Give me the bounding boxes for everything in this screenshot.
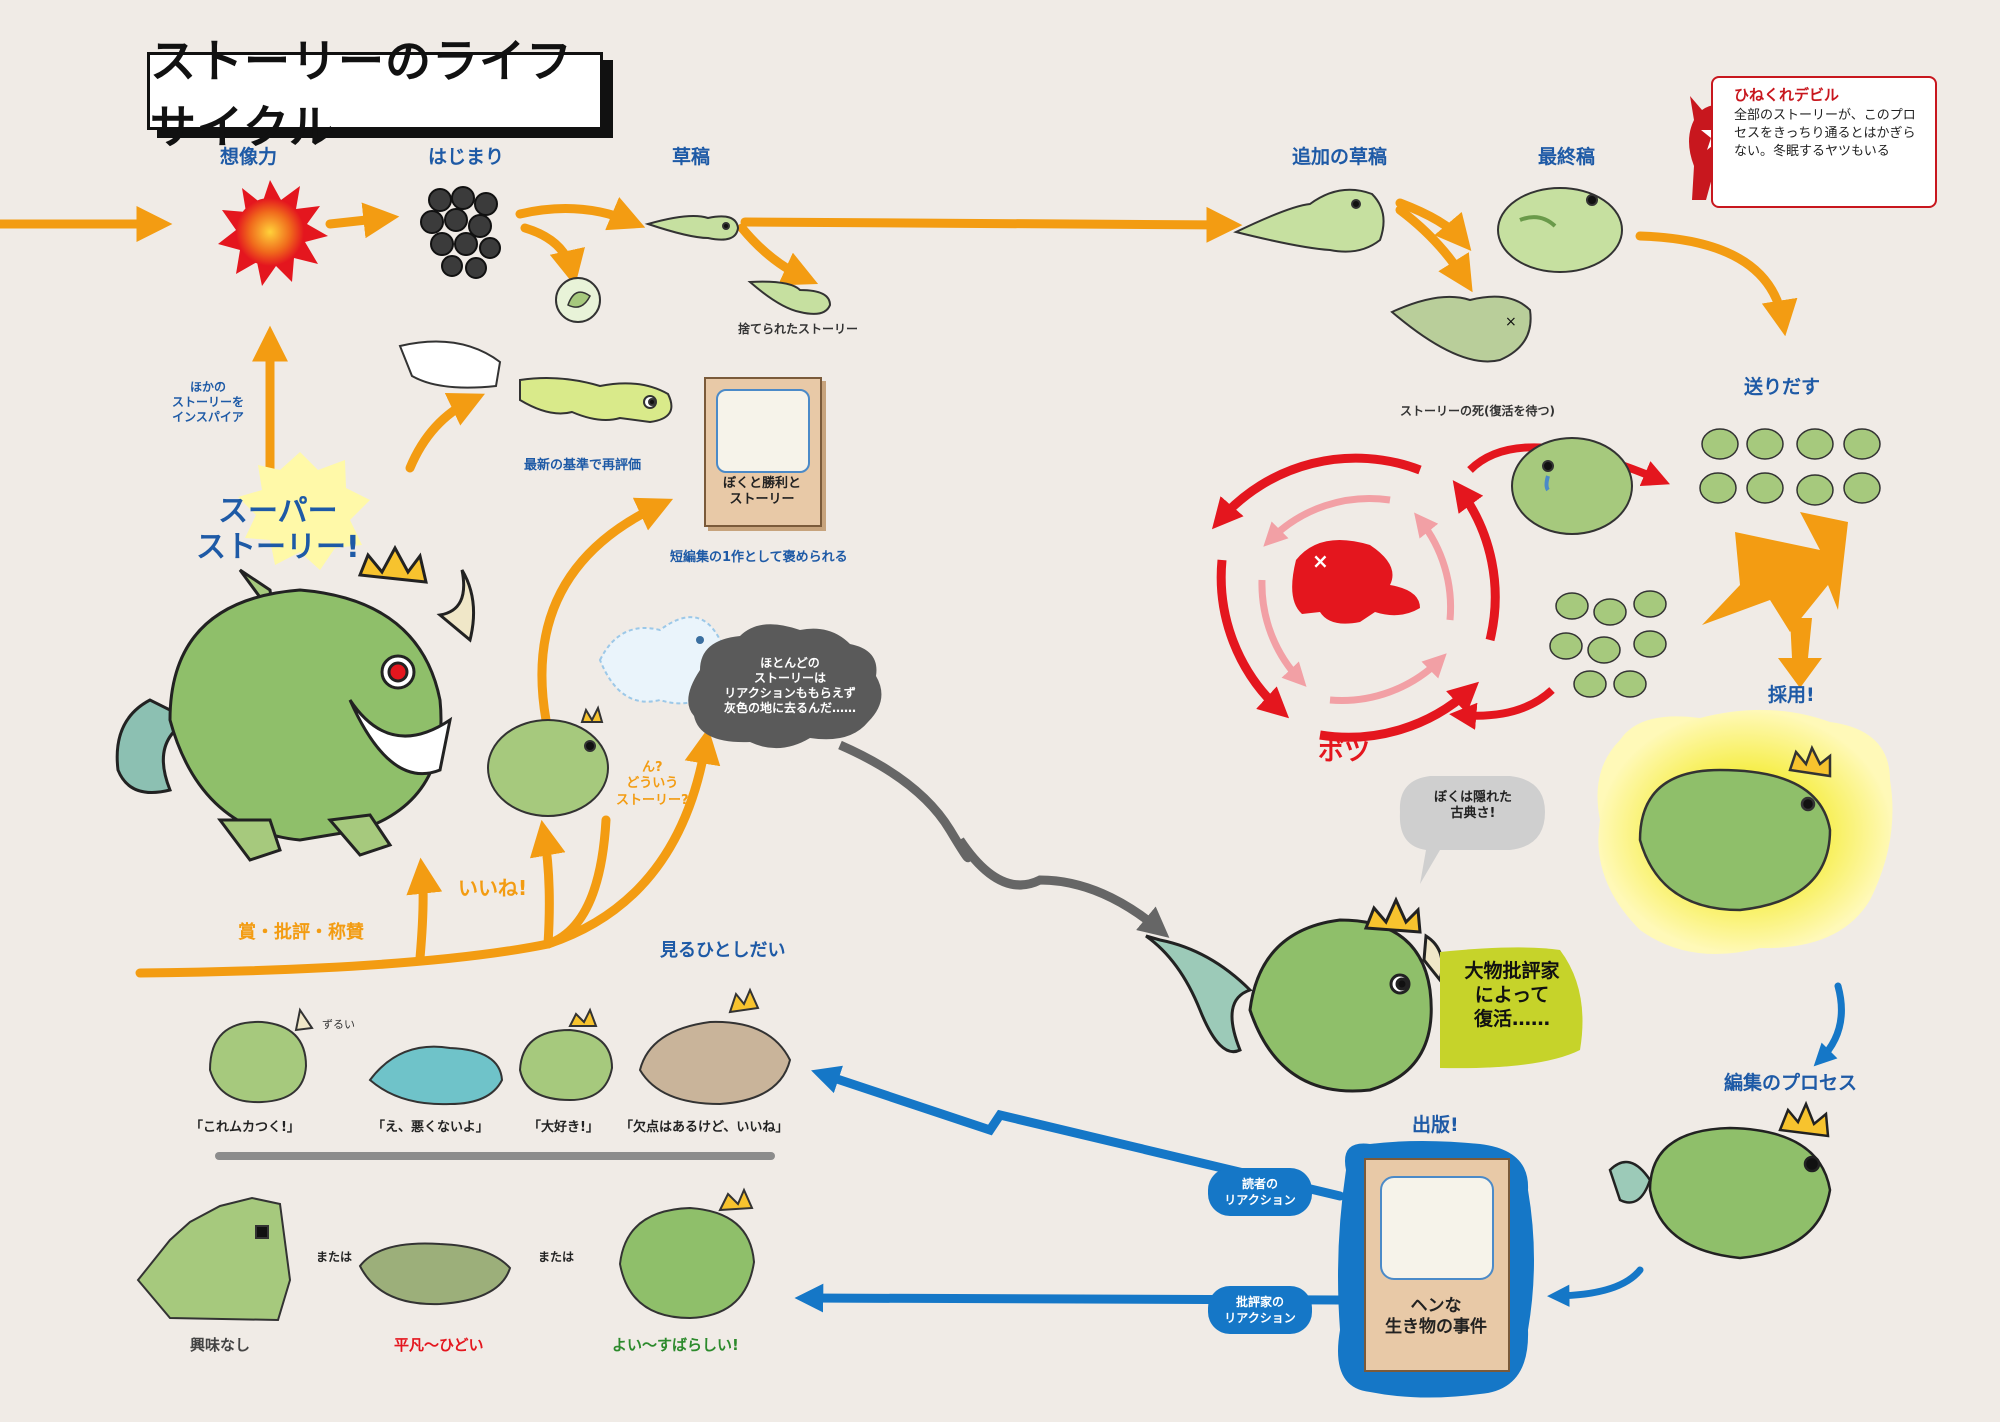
reaction-1: 「これムカつく!」	[190, 1120, 300, 1135]
reactions-divider	[215, 1152, 775, 1160]
note-awards: 賞・批評・称賛	[238, 922, 364, 943]
hidden-classic-bubble	[1399, 776, 1545, 884]
dead-story-frog-icon: ×	[1390, 295, 1532, 363]
stage-additional-draft: 追加の草稿	[1292, 146, 1388, 168]
discarded-tadpole-icon	[747, 280, 832, 315]
critic-reaction-pill: 批評家の リアクション	[1208, 1286, 1312, 1334]
flawed-creature-icon	[638, 987, 792, 1106]
super-story-glow	[238, 452, 370, 570]
final-draft-frog-icon	[1497, 187, 1623, 273]
devil-note-text: 全部のストーリーが、このプロセスをきっちり通るとはかぎらない。冬眠するヤツもいる	[1734, 108, 1916, 160]
devil-note-box	[1711, 76, 1937, 208]
published-book	[1364, 1158, 1510, 1372]
eggs-icon	[420, 186, 501, 279]
loving-creature-icon	[518, 1007, 614, 1102]
good-creature-icon	[618, 1187, 756, 1320]
rejected-x-mark: ×	[1312, 549, 1329, 573]
stage-published: 出版!	[1412, 1114, 1459, 1136]
anthology-book	[704, 377, 822, 527]
note-discarded: 捨てられたストーリー	[738, 322, 859, 336]
note-depends: 見るひとしだい	[660, 940, 786, 961]
note-inspire: ほかの ストーリーを インスパイア	[172, 380, 245, 424]
imagination-sun-icon	[218, 180, 328, 286]
note-anthology: 短編集の1作として褒められる	[670, 550, 848, 565]
gray-speech-cloud	[688, 624, 882, 749]
rating-mediocre: 平凡〜ひどい	[394, 1336, 484, 1354]
note-super-story: スーパー ストーリー!	[196, 494, 360, 565]
tadpole-icon	[644, 215, 740, 241]
annoyed-creature-icon	[208, 1007, 314, 1104]
rejected-story-silhouette	[1292, 540, 1420, 624]
published-book-cover-art	[1380, 1176, 1494, 1280]
revived-monster-icon	[1145, 896, 1444, 1093]
reader-reaction-pill: 読者の リアクション	[1208, 1168, 1312, 1216]
adopted-frog-icon	[1638, 744, 1832, 912]
rating-good: よい〜すばらしい!	[612, 1336, 739, 1354]
revived-label-shape	[1440, 947, 1583, 1069]
no-interest-creature-icon	[136, 1196, 292, 1322]
submitted-frogs-cluster	[1699, 428, 1881, 506]
note-zuru: ずるい	[322, 1018, 355, 1031]
svg-text:×: ×	[1505, 314, 1517, 330]
stage-rejected: ボツ	[1318, 737, 1371, 767]
published-book-title: ヘンな 生き物の事件	[1385, 1296, 1487, 1338]
reaction-4: 「欠点はあるけど、いいね」	[620, 1120, 789, 1135]
gray-squiggle-arrow	[838, 740, 1170, 938]
rating-no-interest: 興味なし	[190, 1336, 251, 1354]
reevaluated-creature-icon	[398, 340, 673, 424]
reaction-3: 「大好き!」	[528, 1120, 599, 1135]
note-hidden-classic: ぼくは隠れた 古典さ!	[1433, 790, 1512, 822]
egg-embryo-icon	[555, 277, 601, 323]
stage-send-out: 送りだす	[1744, 376, 1821, 398]
reaction-2: 「え、悪くないよ」	[372, 1120, 489, 1135]
stage-editing: 編集のプロセス	[1724, 1072, 1858, 1094]
orange-burst-arrow	[1702, 512, 1848, 632]
note-story-death: ストーリーの死(復活を待つ)	[1400, 404, 1555, 418]
stage-imagination: 想像力	[220, 146, 278, 168]
anthology-book-title: ぼくと勝利と ストーリー	[722, 476, 801, 508]
sad-frog-icon	[1511, 437, 1633, 535]
note-reevaluated: 最新の基準で再評価	[524, 458, 642, 473]
editing-frog-icon	[1608, 1100, 1832, 1260]
stage-final-draft: 最終稿	[1538, 146, 1596, 168]
returned-frogs-cluster	[1549, 590, 1667, 698]
sweating-creature-icon	[368, 1045, 504, 1106]
stage-draft: 草稿	[672, 146, 711, 168]
orange-flow-arrows	[0, 197, 1798, 978]
note-gray-bubble: ほとんどの ストーリーは リアクションももらえず 灰色の地に去るんだ……	[723, 656, 856, 715]
mediocre-creature-icon	[358, 1242, 512, 1306]
page-title: ストーリーのライフサイクル	[147, 34, 603, 154]
anthology-book-cover-art	[716, 389, 810, 473]
note-revived: 大物批評家 によって 復活……	[1464, 960, 1560, 1030]
note-like: いいね!	[458, 876, 528, 900]
stage-adopted: 採用!	[1768, 684, 1815, 706]
questioning-frog-icon	[487, 705, 609, 817]
rating-or-1: または	[316, 1250, 353, 1264]
stage-beginning: はじまり	[428, 146, 505, 168]
additional-draft-frog-icon	[1233, 188, 1385, 253]
devil-note-title: ひねくれデビル	[1734, 86, 1840, 104]
super-story-monster-icon	[115, 544, 476, 862]
rating-or-2: または	[538, 1250, 575, 1264]
note-what-story: ん? どういう ストーリー?	[616, 760, 689, 808]
orange-down-arrow	[1778, 618, 1822, 688]
